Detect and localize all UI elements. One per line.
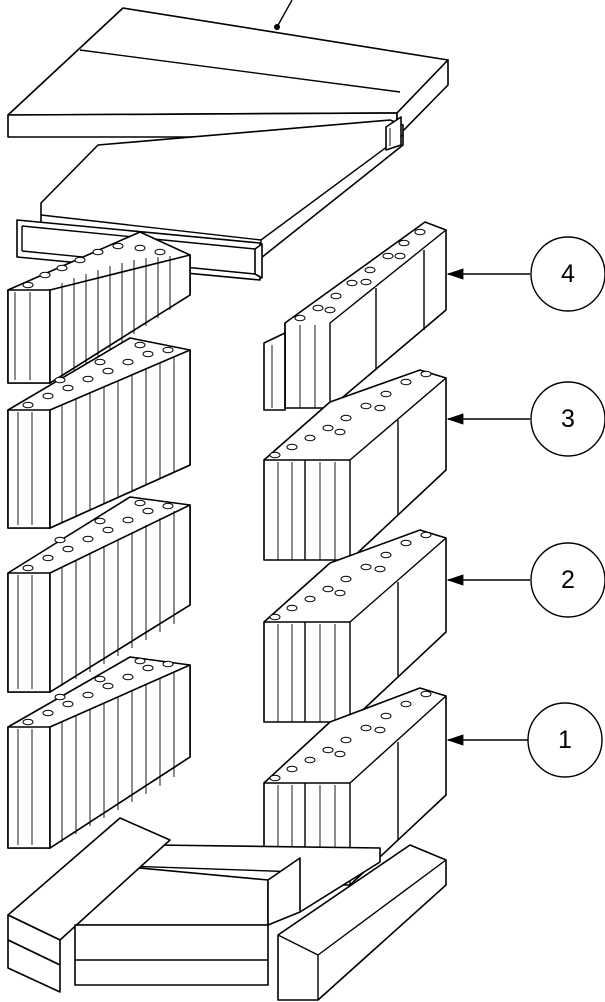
battery-terminals [269,690,432,782]
callout-1: 1 [446,702,603,778]
battery-terminals [22,499,174,572]
base-pallet [7,817,447,1001]
callout-label: 3 [561,405,575,433]
battery-terminals [294,228,426,322]
callout-circle [527,702,603,778]
callout-circle [530,381,605,457]
battery-terminals [269,370,432,459]
callout-circle [530,236,605,312]
battery-terminals [22,341,174,409]
left-battery-row-lower [7,496,191,693]
right-battery-module-2 [263,529,447,723]
left-battery-row-top [7,231,191,384]
right-battery-module-3 [263,369,447,561]
callout-label: 1 [558,726,572,754]
callout-2: 2 [446,542,605,618]
callout-circle [530,542,605,618]
battery-terminals [22,657,174,726]
top-cover-lid [7,0,449,138]
right-battery-module-4 [263,221,447,411]
battery-terminals [22,242,166,289]
left-battery-row-upper [7,337,191,529]
callout-4: 4 [446,236,605,312]
right-battery-module-1 [263,687,447,886]
callout-label: 2 [561,566,575,594]
inner-plate [40,116,404,259]
left-battery-row-bottom [7,656,191,849]
battery-terminals [269,531,432,621]
callout-3: 3 [446,381,605,457]
callout-label: 4 [561,260,575,288]
